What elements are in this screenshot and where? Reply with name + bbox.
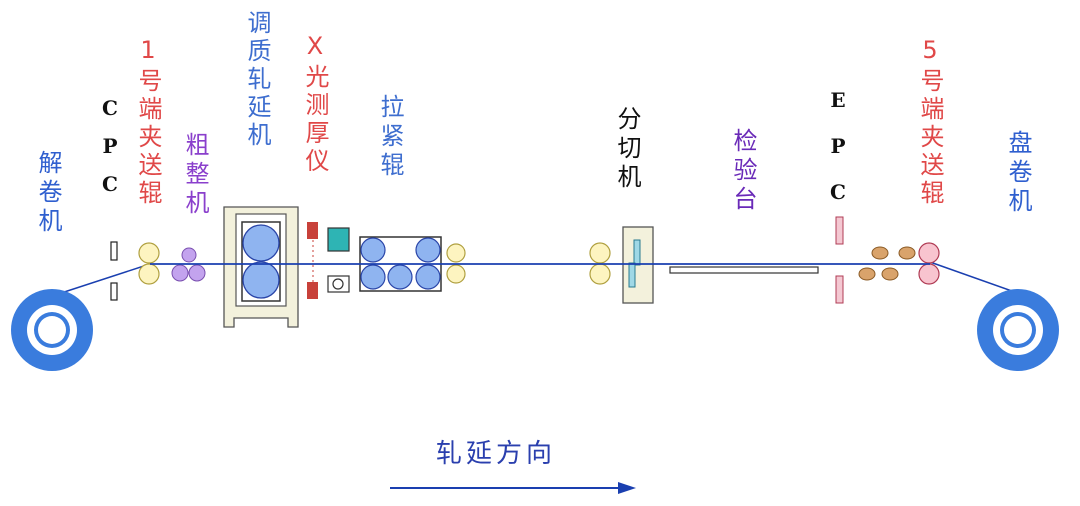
pinch-roll-1-label: 1号端夹送辊 (134, 36, 162, 208)
strip-wrap-left (51, 263, 151, 297)
leveler-rolls (171, 247, 206, 282)
tension-roll-label: 拉紧辊 (376, 94, 404, 181)
uncoiler-coil (11, 289, 93, 371)
epc-label: EPC (826, 88, 850, 226)
cpc-label: CPC (98, 96, 122, 210)
temper-mill (223, 206, 299, 328)
pinch-roll-1 (138, 242, 160, 285)
uncoiler-label: 解卷机 (34, 150, 62, 237)
xray-gauge-label: X光测厚仪 (301, 32, 329, 176)
shear-label: 分切机 (613, 106, 641, 193)
pinch-roll-5-label: 5号端夹送辊 (916, 36, 944, 208)
shear (622, 226, 654, 304)
deflector-rolls (858, 246, 916, 281)
xray-gauge (307, 222, 350, 299)
direction-arrow (390, 482, 636, 494)
direction-label: 轧延方向 (436, 439, 557, 469)
pinch-roll-2 (446, 243, 466, 284)
cpc-sensor (110, 241, 118, 301)
pinch-roll-3 (589, 242, 611, 285)
inspection-table (669, 266, 819, 274)
recoiler-coil (977, 289, 1059, 371)
recoiler-label: 盘卷机 (1004, 130, 1032, 217)
leveler-label: 粗整机 (181, 132, 209, 219)
epc-sensor (835, 216, 844, 304)
temper-mill-label: 调质轧延机 (243, 10, 271, 150)
inspection-label: 检验台 (729, 128, 757, 215)
